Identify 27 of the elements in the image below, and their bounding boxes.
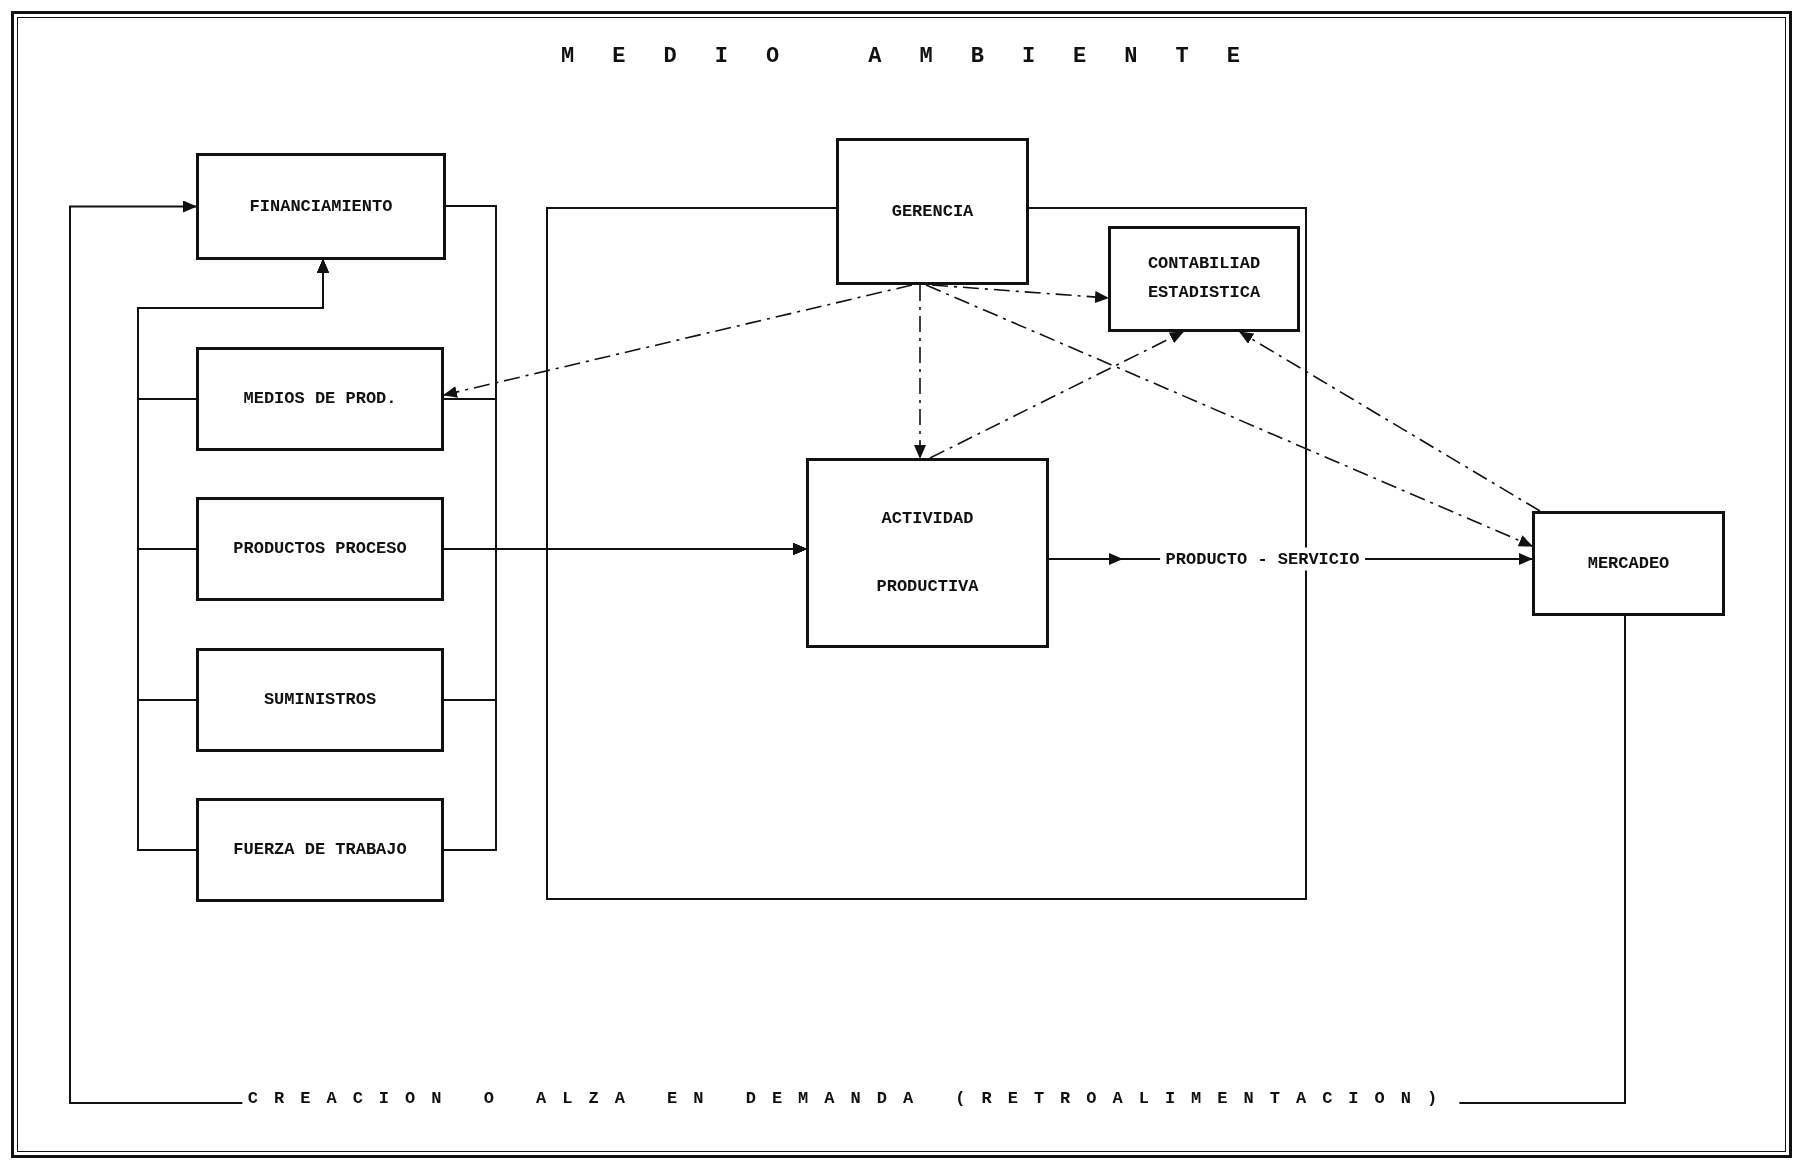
box-label: MEDIOS DE PROD. <box>243 388 397 411</box>
edge-label: PRODUCTO - SERVICIO <box>1159 547 1366 571</box>
box-label: FUERZA DE TRABAJO <box>233 839 407 862</box>
process-box <box>836 138 1029 285</box>
arrow <box>443 543 807 851</box>
diagram-title: MEDIO AMBIENTE <box>560 44 1278 69</box>
box-label: GERENCIA <box>891 200 974 223</box>
box-label: ACTIVIDAD PRODUCTIVA <box>875 508 980 598</box>
arrow <box>137 259 329 851</box>
process-box <box>1108 226 1300 332</box>
arrow <box>914 284 926 459</box>
process-box <box>196 497 444 601</box>
arrow <box>1239 331 1541 512</box>
process-box <box>806 458 1049 648</box>
box-label: PRODUCTOS PROCESO <box>233 538 407 561</box>
box-label: SUMINISTROS <box>263 689 377 712</box>
arrow <box>443 284 913 398</box>
box-label: FINANCIAMIENTO <box>249 195 393 218</box>
process-box <box>196 347 444 451</box>
arrow <box>929 331 1184 459</box>
process-box <box>196 153 446 260</box>
process-box <box>1532 511 1725 616</box>
process-box <box>196 798 444 902</box>
box-label: CONTABILIAD ESTADISTICA <box>1146 253 1262 304</box>
process-box <box>196 648 444 752</box>
box-label: MERCADEO <box>1587 552 1670 575</box>
arrow <box>925 284 1533 547</box>
